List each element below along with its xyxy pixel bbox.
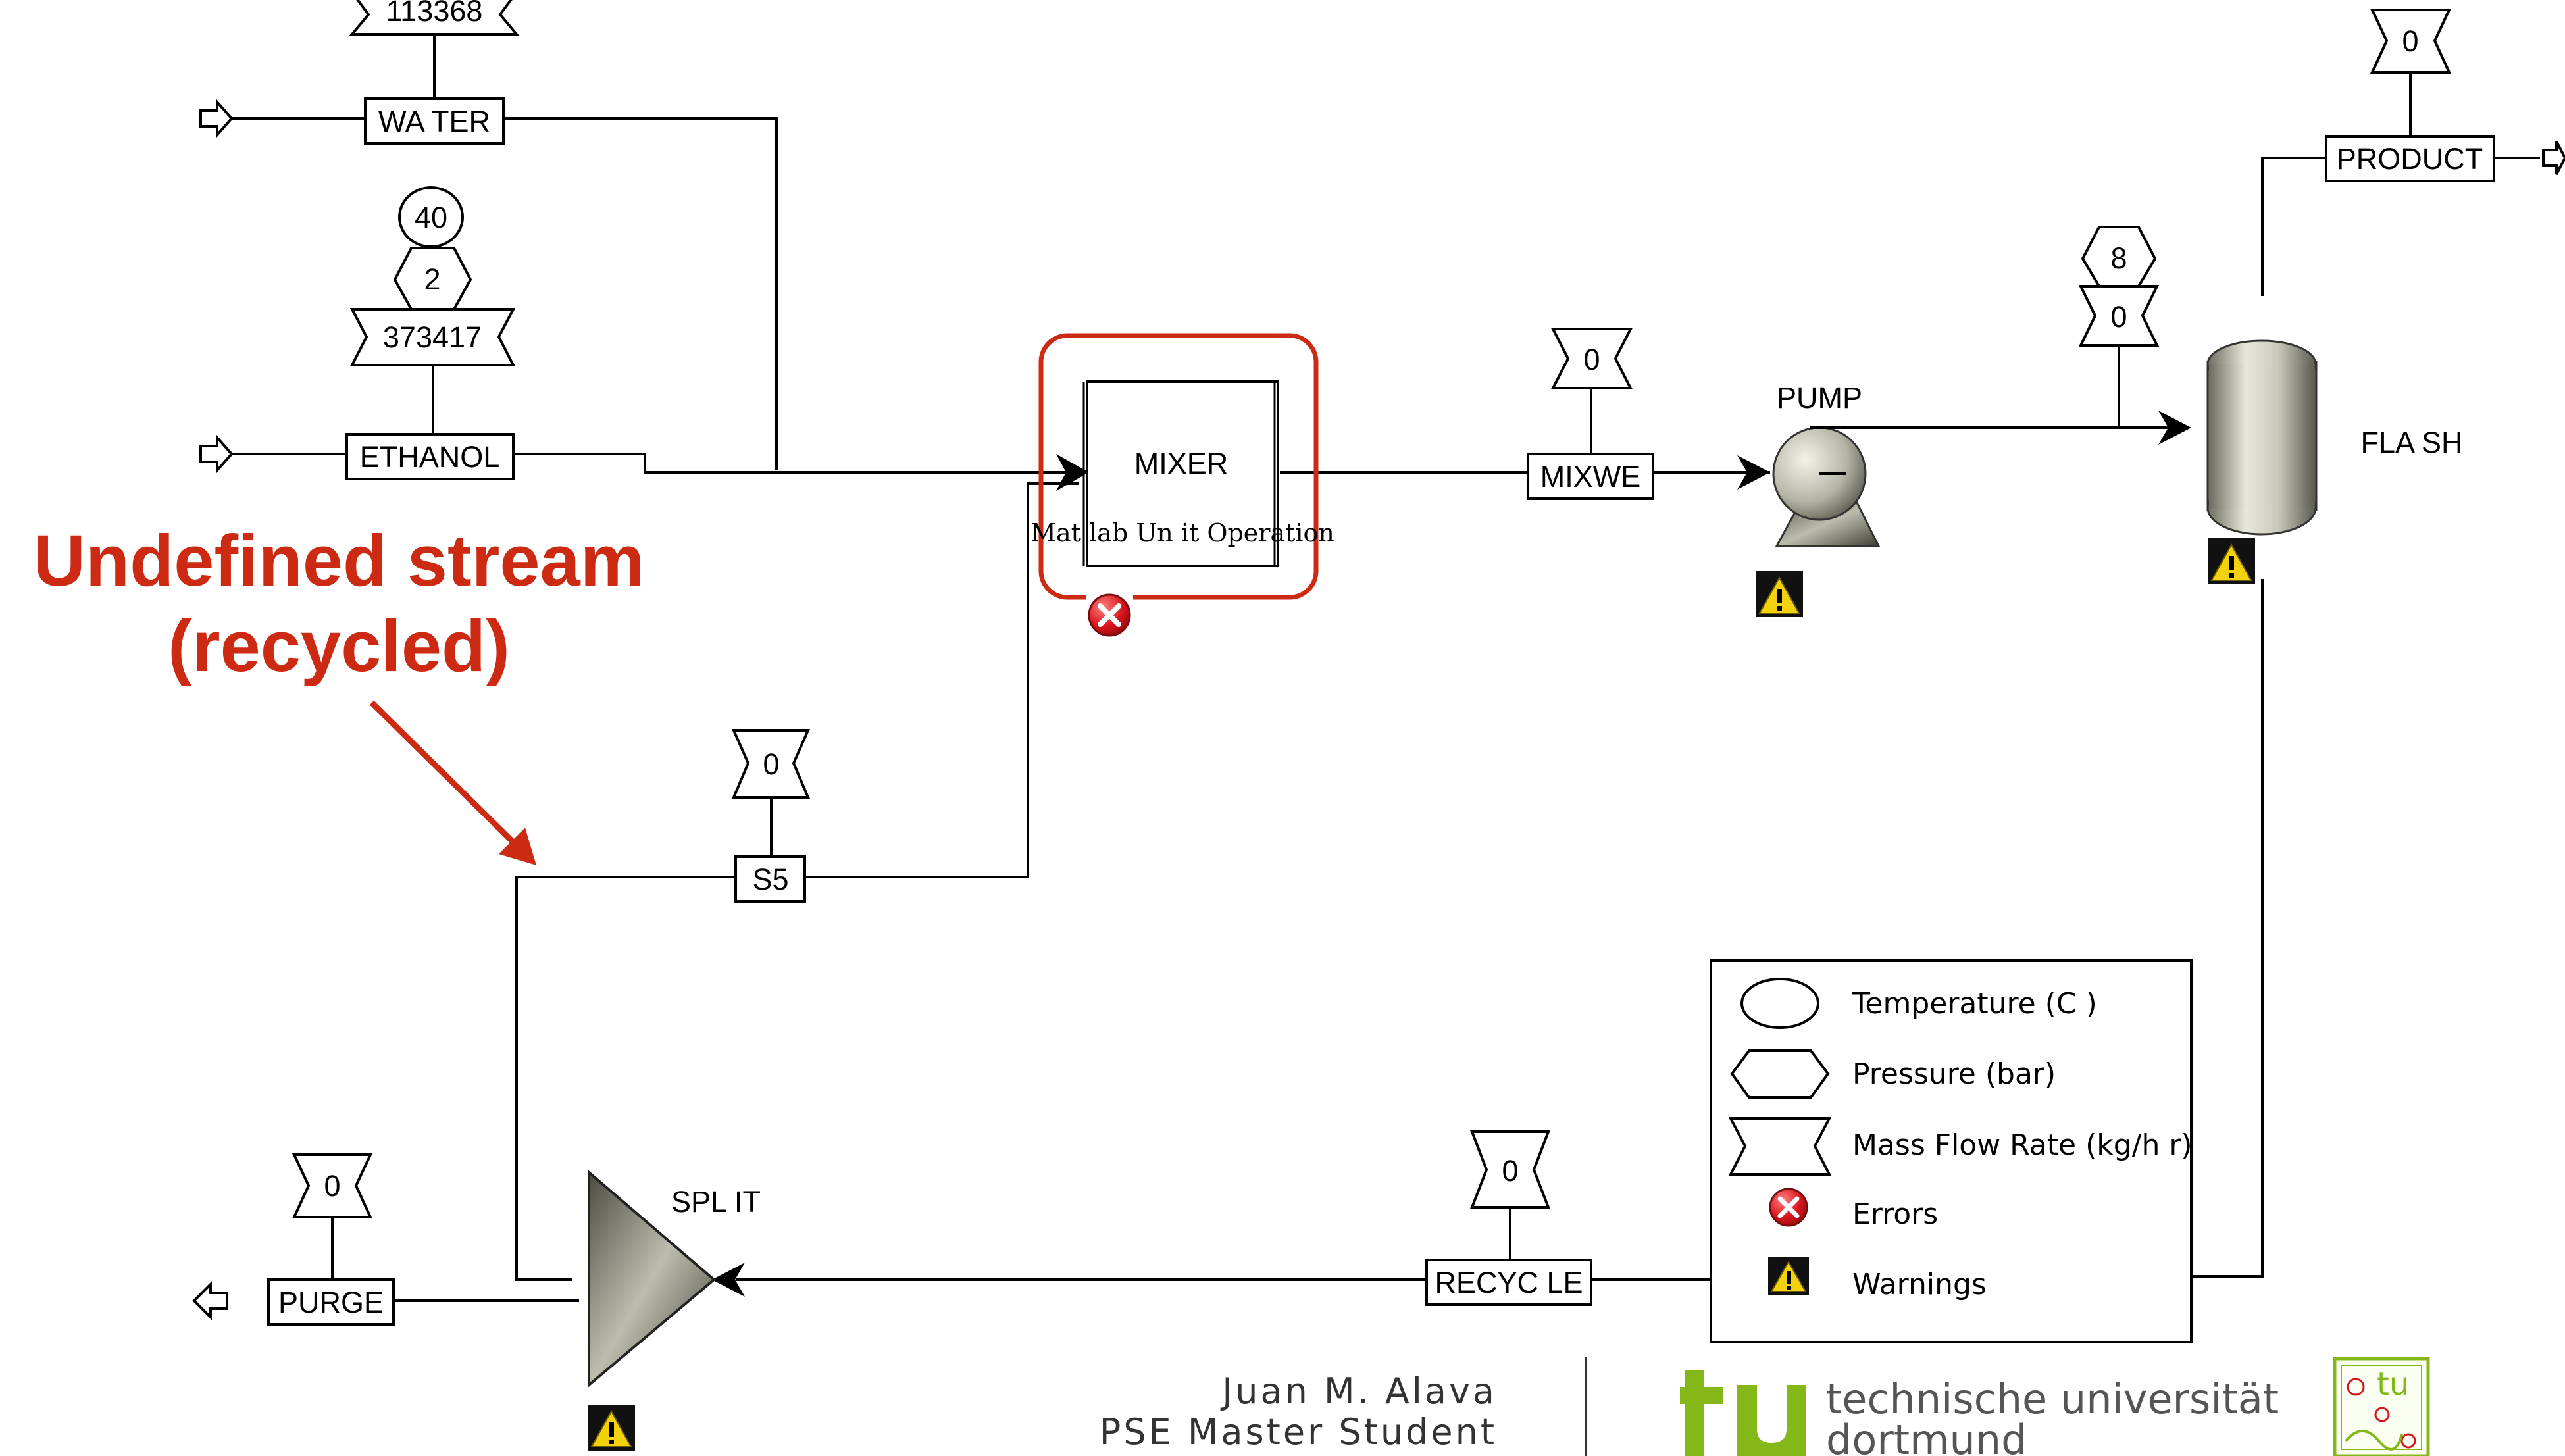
product-mass-flow-tag: 0 (2370, 9, 2452, 74)
s5-stream-label[interactable]: S5 (734, 855, 806, 903)
svg-text:ETHANOL: ETHANOL (360, 440, 500, 474)
svg-text:0: 0 (1583, 343, 1600, 376)
legend-mass-flow-label: Mass Flow Rate (kg/h r) (1852, 1128, 2193, 1162)
svg-text:S5: S5 (752, 863, 788, 896)
annotation-line-1: Undefined stream (33, 520, 644, 601)
mixer-highlight-frame (1038, 333, 1319, 600)
svg-text:2: 2 (424, 263, 440, 296)
mixwe-mass-flow-tag: 0 (1550, 328, 1633, 389)
flash-name: FLA SH (2360, 426, 2462, 459)
annotation-line-2: (recycled) (168, 606, 510, 687)
flash-inlet-pressure-tag: 8 (2081, 226, 2157, 288)
mixer-name: MIXER (1134, 447, 1229, 480)
svg-text:0: 0 (763, 747, 779, 781)
mixer-subtitle: Mat lab Un it Operation (1030, 518, 1334, 547)
legend-warning-icon (1768, 1257, 1809, 1295)
pump-warning-icon (1756, 571, 1803, 617)
water-mass-flow-value: 113368 (386, 0, 483, 28)
cvt-logo-icon: tu (2333, 1357, 2430, 1456)
pump-inlet-arrow (1737, 455, 1770, 490)
pump-unit[interactable]: PUMP (1772, 381, 1881, 547)
svg-text:PRODUCT: PRODUCT (2337, 142, 2483, 176)
university-name-line-1: technische universität (1826, 1375, 2279, 1423)
svg-text:0: 0 (2110, 300, 2127, 334)
svg-text:373417: 373417 (383, 320, 482, 354)
svg-text:0: 0 (2402, 24, 2418, 58)
split-unit[interactable]: SPL IT (588, 1169, 761, 1388)
split-inlet-arrow (712, 1263, 745, 1297)
flash-inlet-arrow (2158, 411, 2191, 445)
ethanol-feed-arrow-icon (199, 434, 234, 474)
pump-name: PUMP (1777, 381, 1862, 414)
legend-temperature-label: Temperature (C ) (1852, 987, 2097, 1020)
error-icon (1086, 592, 1133, 638)
ethanol-mass-flow-tag: 373417 (349, 308, 516, 366)
legend: Temperature (C ) Pressure (bar) Mass Flo… (1710, 959, 2193, 1343)
university-name-line-2: dortmund (1826, 1416, 2027, 1456)
tu-dortmund-logo-icon (1680, 1370, 1806, 1456)
svg-text:8: 8 (2110, 241, 2127, 275)
flash-unit[interactable]: FLA SH (2206, 339, 2463, 536)
product-outlet-arrow-icon (2542, 141, 2565, 175)
svg-text:RECYC LE: RECYC LE (1435, 1266, 1583, 1299)
ethanol-pressure-tag: 2 (393, 247, 472, 311)
svg-text:MIXWE: MIXWE (1540, 460, 1641, 493)
ethanol-temperature-tag: 40 (398, 186, 464, 248)
split-warning-icon (588, 1405, 635, 1451)
svg-text:PURGE: PURGE (278, 1286, 384, 1319)
mixer-inlet-arrow (1056, 454, 1089, 491)
recycle-stream-label[interactable]: RECYC LE (1425, 1259, 1592, 1306)
mixer-unit[interactable]: MIXER Mat lab Un it Operation (1030, 380, 1334, 567)
svg-text:WA TER: WA TER (378, 105, 490, 138)
legend-error-icon (1769, 1188, 1808, 1227)
footer: Juan M. Alava PSE Master Student technis… (1100, 1357, 2430, 1456)
legend-warnings-label: Warnings (1852, 1268, 1987, 1301)
svg-text:40: 40 (415, 201, 447, 234)
flash-inlet-mass-flow-tag: 0 (2078, 285, 2160, 347)
undefined-stream-annotation: Undefined stream (recycled) (33, 520, 645, 865)
svg-text:0: 0 (1502, 1154, 1518, 1188)
svg-text:0: 0 (324, 1169, 340, 1203)
purge-outlet-arrow-icon (192, 1281, 228, 1320)
s5-mass-flow-tag: 0 (731, 729, 811, 799)
author-name: Juan M. Alava (1220, 1370, 1497, 1412)
cvt-logo-text: tu (2377, 1366, 2409, 1403)
legend-pressure-label: Pressure (bar) (1852, 1057, 2056, 1091)
recycle-mass-flow-tag: 0 (1470, 1130, 1550, 1209)
water-feed-arrow-icon (199, 98, 234, 139)
water-stream-line[interactable] (217, 117, 778, 470)
purge-mass-flow-tag: 0 (292, 1153, 373, 1218)
mixwe-stream-label[interactable]: MIXWE (1527, 453, 1654, 500)
product-stream-label[interactable]: PRODUCT (2325, 135, 2495, 182)
author-role: PSE Master Student (1100, 1411, 1497, 1453)
annotation-arrowhead (499, 828, 536, 865)
water-mass-flow-tag: 113368 (349, 0, 520, 36)
purge-stream-label[interactable]: PURGE (267, 1278, 395, 1326)
ethanol-stream-label[interactable]: ETHANOL (345, 433, 515, 480)
annotation-arrow (369, 700, 522, 851)
flash-bottoms-stream-line[interactable] (2191, 579, 2264, 1278)
split-name: SPL IT (671, 1185, 761, 1218)
water-stream-label[interactable]: WA TER (364, 97, 505, 145)
flash-warning-icon (2208, 538, 2255, 584)
legend-errors-label: Errors (1852, 1197, 1938, 1231)
